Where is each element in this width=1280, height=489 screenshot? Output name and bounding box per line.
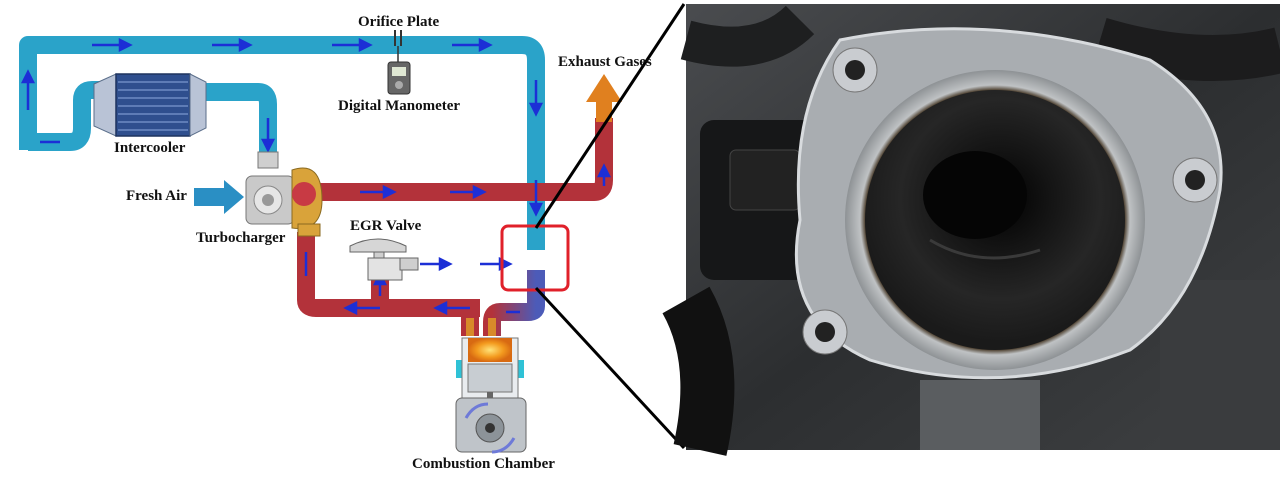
gauge-icon bbox=[387, 30, 411, 95]
zoom-line-bottom bbox=[534, 286, 686, 450]
radiator-icon bbox=[93, 73, 207, 137]
fresh-air-arrow bbox=[194, 180, 244, 214]
intercooler-outlet-pipe bbox=[196, 83, 277, 160]
intake-runner bbox=[483, 270, 545, 336]
fresh-air-label: Fresh Air bbox=[126, 188, 187, 204]
digital-manometer-label: Digital Manometer bbox=[338, 98, 461, 114]
exhaust-pipe bbox=[297, 118, 613, 317]
egr-valve-label: EGR Valve bbox=[350, 218, 422, 234]
exhaust-gases-label: Exhaust Gases bbox=[558, 54, 652, 70]
exhaust-runner bbox=[461, 299, 480, 336]
combustion-chamber-label: Combustion Chamber bbox=[412, 456, 555, 472]
intercooler-inlet-pipe bbox=[19, 81, 108, 151]
exhaust-outlet-arrow bbox=[586, 74, 622, 122]
orifice-plate-label: Orifice Plate bbox=[358, 14, 440, 30]
piston-icon bbox=[455, 318, 527, 454]
turbocharger-label: Turbocharger bbox=[196, 230, 286, 246]
egr-valve-photo bbox=[662, 4, 1280, 456]
flow-arrows bbox=[20, 37, 612, 316]
zoom-line-top bbox=[534, 3, 686, 229]
intake-pipe bbox=[19, 36, 545, 250]
valve-icon bbox=[349, 238, 419, 281]
intercooler-label: Intercooler bbox=[114, 140, 186, 156]
highlight-box bbox=[500, 224, 570, 292]
turbo-icon bbox=[245, 151, 323, 237]
